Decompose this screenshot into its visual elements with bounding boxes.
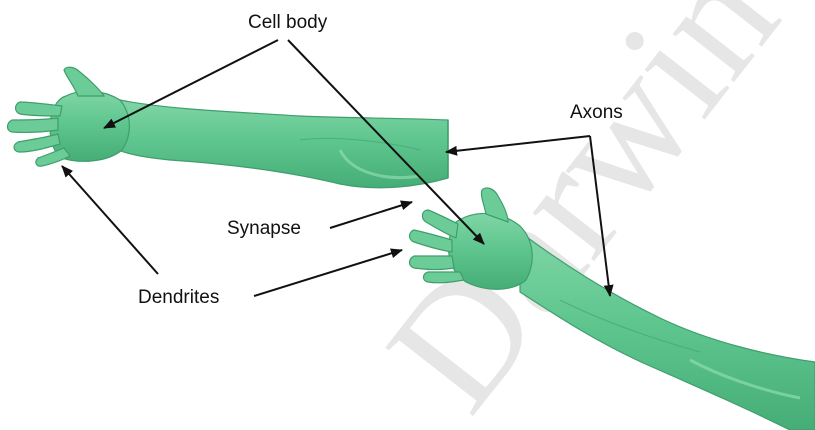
- arrow-dendrites-left: [62, 166, 158, 274]
- upper-finger-1: [16, 102, 63, 116]
- upper-arm: [8, 67, 449, 188]
- upper-thumb: [64, 67, 104, 96]
- upper-finger-2: [8, 118, 59, 132]
- label-dendrites: Dendrites: [138, 288, 219, 307]
- arrow-synapse: [330, 202, 412, 228]
- lower-finger-4: [424, 272, 465, 283]
- lower-finger-3: [410, 256, 455, 270]
- label-axons: Axons: [570, 103, 623, 122]
- label-synapse: Synapse: [227, 219, 301, 238]
- upper-finger-4: [36, 148, 70, 166]
- upper-forearm: [118, 100, 448, 188]
- upper-finger-3: [14, 134, 60, 152]
- label-cell-body: Cell body: [248, 13, 327, 32]
